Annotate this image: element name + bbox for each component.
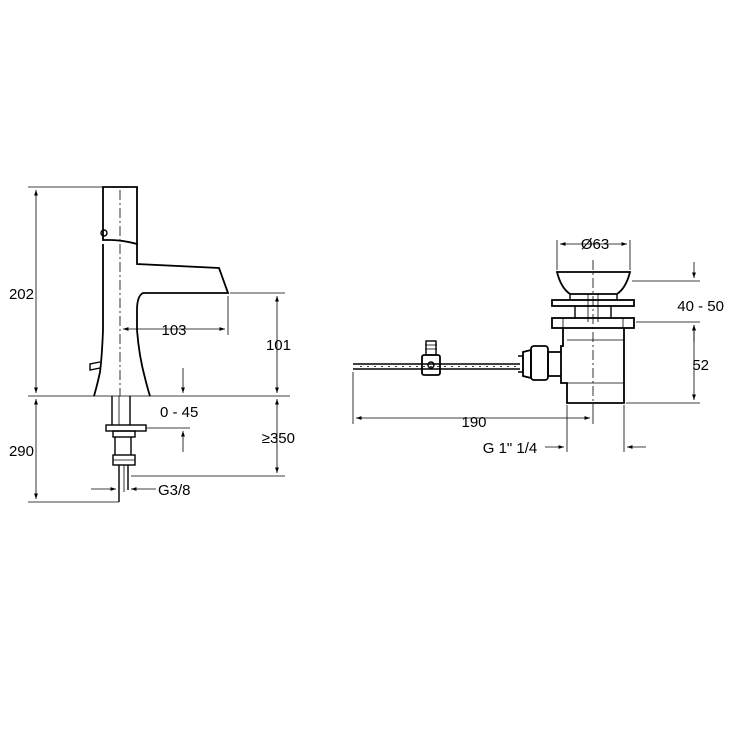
drain-drawing: Ø63 40 - 50 52 190 G 1" 1/4 <box>352 236 724 457</box>
drain-cap <box>555 271 632 295</box>
dim-g114: G 1" 1/4 <box>483 440 538 457</box>
dim-202: 202 <box>9 286 34 303</box>
dim-52: 52 <box>692 357 709 374</box>
popup-knob <box>89 361 101 371</box>
handle-button <box>100 229 108 237</box>
spout-outlet <box>218 267 229 294</box>
dim-350: ≥350 <box>262 430 295 447</box>
drain-body <box>560 328 625 404</box>
dim-290: 290 <box>9 443 34 460</box>
dim-0-45: 0 - 45 <box>160 404 198 421</box>
dim-40-50: 40 - 50 <box>677 298 724 315</box>
dim-190: 190 <box>461 414 486 431</box>
dim-d63: Ø63 <box>581 236 609 253</box>
faucet-handle <box>102 186 138 246</box>
dim-g38: G3/8 <box>158 482 191 499</box>
popup-rod <box>353 363 520 370</box>
faucet-body <box>93 244 230 397</box>
mounting-washer <box>105 424 147 432</box>
dim-101: 101 <box>266 337 291 354</box>
faucet-drawing: 202 290 103 101 0 - 45 ≥350 G3/8 <box>9 186 295 503</box>
rod-clip <box>421 340 441 376</box>
dim-103: 103 <box>161 322 186 339</box>
drain-side-port <box>547 351 561 377</box>
